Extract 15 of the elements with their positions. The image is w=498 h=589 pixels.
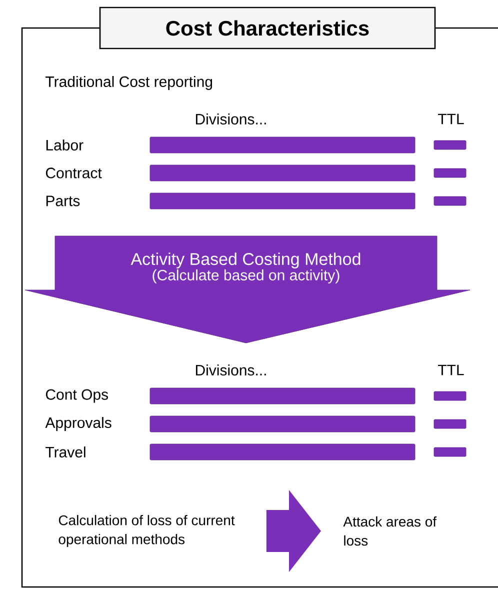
column-heading: TTL bbox=[438, 114, 464, 124]
row-label: Approvals bbox=[45, 417, 112, 431]
row-label: Labor bbox=[46, 139, 84, 150]
node-text: Attack areas of loss bbox=[343, 516, 437, 546]
title-box: Cost Characteristics bbox=[99, 6, 436, 50]
block-arrow bbox=[266, 490, 321, 572]
row-label: Contract bbox=[46, 168, 102, 178]
column-heading: Divisions... bbox=[196, 364, 266, 376]
node-text: Calculation of loss of current operational methods bbox=[58, 514, 235, 548]
section-heading: Traditional Cost reporting bbox=[46, 76, 212, 90]
row-label: Parts bbox=[46, 196, 80, 206]
row-label: Cont Ops bbox=[46, 389, 108, 403]
row-label: Travel bbox=[46, 446, 86, 458]
column-heading: Divisions... bbox=[196, 113, 266, 124]
column-heading: TTL bbox=[438, 364, 464, 376]
